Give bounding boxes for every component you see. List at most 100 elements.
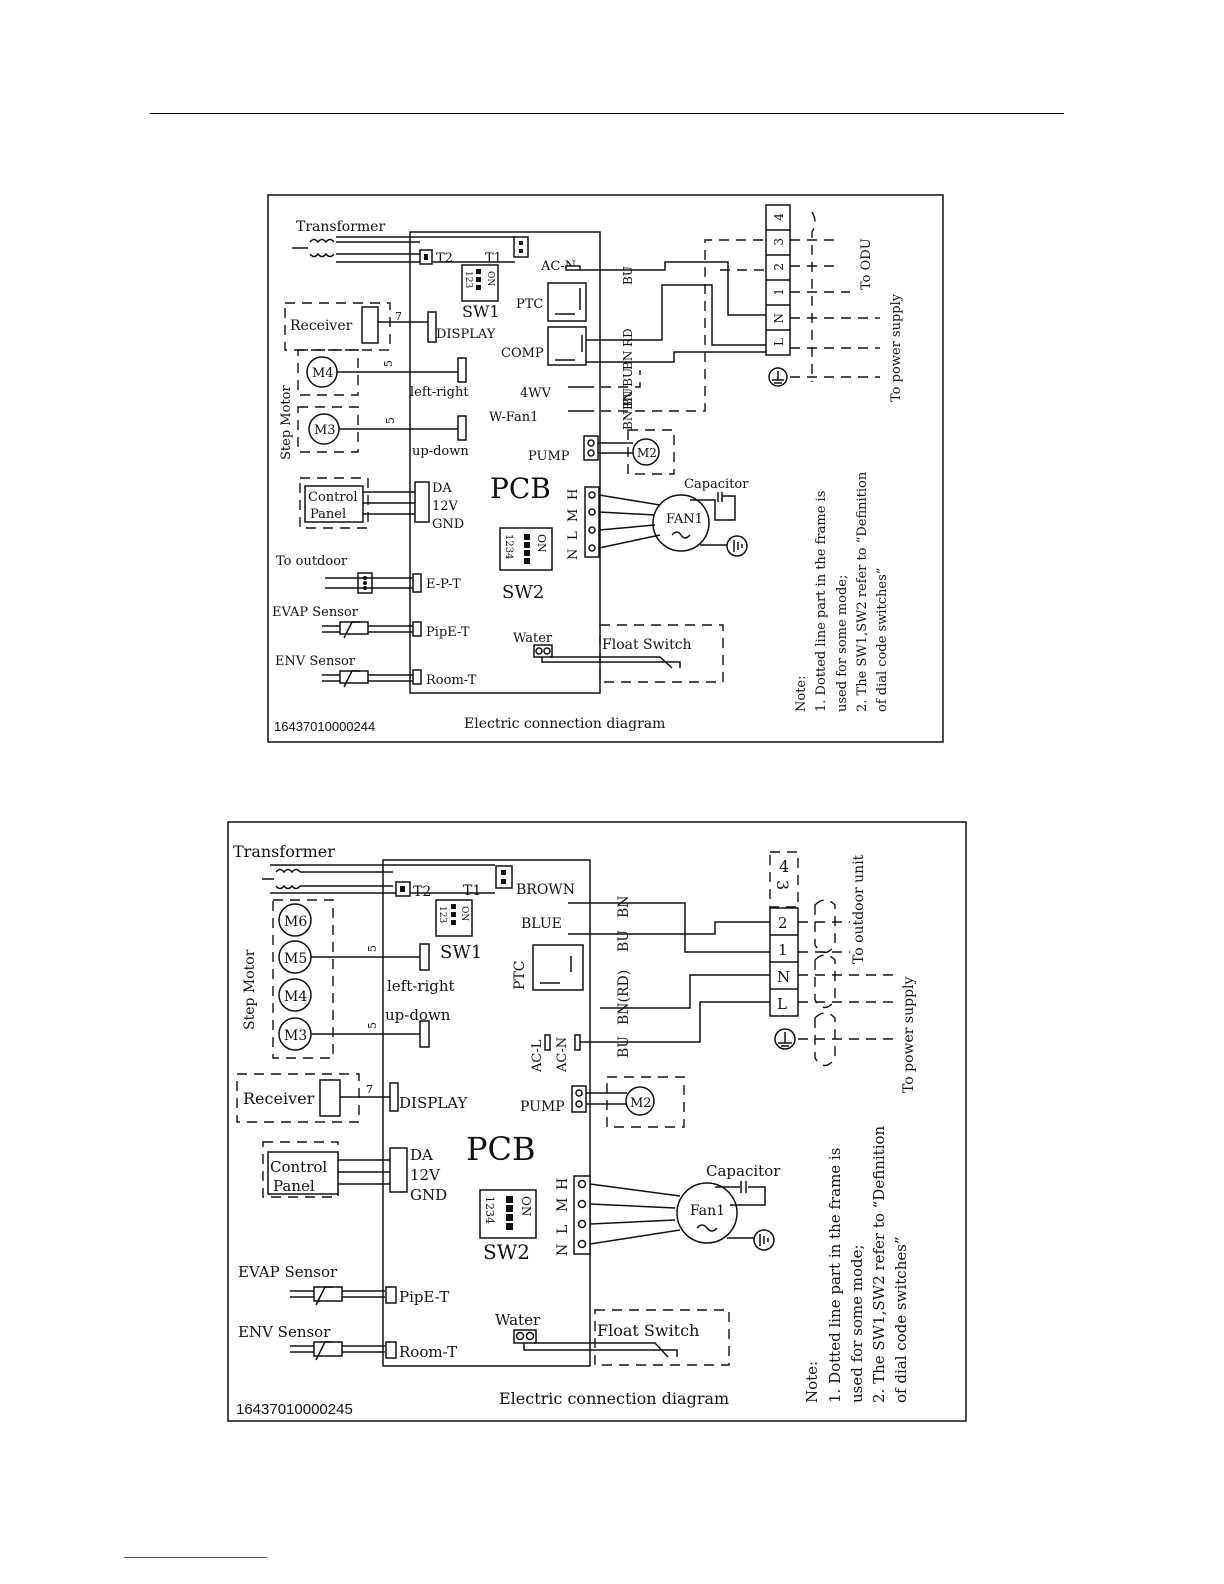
evap-sensor-label: EVAP Sensor (272, 605, 359, 620)
up-down-connector (419, 1020, 430, 1048)
receiver-connector (319, 1079, 341, 1117)
m2-dashed-frame (627, 429, 675, 475)
m4-wire-count: 5 (382, 360, 395, 367)
ptc-label: PTC (512, 961, 528, 990)
diagram-code: 16437010000244 (274, 719, 375, 734)
pump-label: PUMP (528, 449, 570, 464)
capacitor-label: Capacitor (684, 477, 749, 492)
brown-label: BROWN (516, 882, 575, 898)
pipe-t-label: PipE-T (399, 1288, 449, 1306)
terminal-1: 1 (778, 941, 788, 959)
left-right-connector (419, 943, 430, 971)
fan-earth-icon (700, 535, 748, 557)
sw2-label: SW2 (502, 582, 544, 603)
earth-icon (774, 1028, 796, 1050)
float-switch-dashed-frame (594, 1309, 730, 1366)
room-t-connector (412, 669, 422, 685)
comp-label: COMP (501, 346, 544, 361)
sw2-dip-switch: ON 1234 (479, 1189, 537, 1239)
fan-motor-icon (652, 494, 710, 552)
wiring-diagram-2: Transformer T2 T1 BROWN BLUE PCB ON 123 … (227, 821, 967, 1422)
terminal-4: 4 (779, 857, 789, 876)
4wv-label: 4WV (520, 386, 552, 401)
float-switch-dashed-frame (599, 624, 724, 683)
fan-terminal-l: L (555, 1225, 571, 1234)
receiver-label: Receiver (243, 1089, 315, 1108)
terminal-n: N (772, 313, 786, 324)
terminal-block: 4 3 2 1 N L (769, 851, 799, 1017)
svg-text:ON: ON (485, 271, 495, 286)
ept-label: E-P-T (426, 577, 461, 592)
ept-connector (412, 573, 422, 593)
pcb-label: PCB (490, 472, 551, 505)
receiver-label: Receiver (290, 318, 353, 334)
pcb-board (382, 859, 591, 1367)
pcb-board (409, 231, 601, 694)
m2-dashed-frame (606, 1076, 685, 1128)
room-t-label: Room-T (399, 1343, 457, 1361)
da-label: DA (410, 1146, 433, 1164)
m3-dashed-frame (297, 406, 359, 453)
transformer-label: Transformer (233, 842, 335, 861)
terminal-1: 1 (772, 288, 786, 296)
t1-label: T1 (485, 251, 502, 266)
m6-motor-icon (278, 903, 312, 937)
pump-label: PUMP (520, 1099, 565, 1115)
wire-bu-label: BU (621, 266, 635, 285)
diagram-caption: Electric connection diagram (499, 1389, 729, 1408)
wire-bu-label: BU (616, 930, 632, 952)
outdoor-dashed-wires (798, 899, 895, 1067)
svg-text:1234: 1234 (483, 1196, 496, 1224)
water-label: Water (513, 631, 553, 646)
m4-label: M4 (284, 989, 307, 1005)
env-sensor-icon (322, 670, 413, 688)
to-outdoor-label: To outdoor (276, 554, 348, 569)
svg-text:123: 123 (463, 271, 473, 288)
env-sensor-label: ENV Sensor (238, 1323, 331, 1341)
ac-l-label: AC-L (530, 1039, 545, 1073)
m6-label: M6 (284, 914, 307, 930)
diagram-caption: Electric connection diagram (464, 716, 665, 732)
capacitor-icon (690, 492, 736, 521)
fan-terminal-m: M (555, 1198, 571, 1212)
pipe-t-label: PipE-T (426, 625, 470, 640)
ac-n-label: AC-N (555, 1037, 570, 1073)
m5-wire-count: 5 (366, 945, 379, 952)
note-line-2b: of dial code switches” (892, 1236, 910, 1403)
v12-label: 12V (432, 499, 459, 514)
m3-label: M3 (314, 423, 336, 438)
ptc-label: PTC (516, 297, 543, 312)
svg-text:ON: ON (459, 906, 469, 921)
fan-label: Fan1 (690, 1203, 725, 1219)
panel-label: Panel (310, 507, 346, 522)
m4-dashed-frame (297, 349, 359, 396)
note-line-1a: 1. Dotted line part in the frame is (814, 491, 829, 712)
sw1-dip-switch: ON 123 (461, 264, 499, 302)
diagram-frame (267, 194, 944, 743)
t1-connector (513, 236, 529, 258)
fan-terminal-m: M (566, 509, 581, 522)
footer-link-rule (124, 1557, 267, 1558)
panel-label: Panel (273, 1177, 315, 1195)
wire-bn-bu2-label: BN BU (621, 388, 635, 430)
fan-terminal-h: H (566, 489, 581, 500)
env-sensor-icon (290, 1341, 385, 1361)
terminal-4: 4 (772, 213, 786, 221)
sw2-label: SW2 (483, 1240, 530, 1264)
float-switch-label: Float Switch (597, 1321, 699, 1340)
pipe-t-connector (385, 1286, 397, 1304)
ac-n-terminal (574, 1034, 581, 1051)
outdoor-dashed-wires (790, 211, 880, 382)
sw2-dip-switch: ON 1234 (499, 527, 553, 571)
fan-connector (584, 486, 600, 558)
wire-bu2-label: BU (616, 1036, 632, 1058)
m5-label: M5 (284, 951, 307, 967)
header-rule (150, 113, 1064, 114)
up-down-label: up-down (412, 444, 469, 459)
wire-bn-bu-label: BN BU (621, 368, 635, 410)
fan-label: FAN1 (666, 512, 703, 527)
t2-label: T2 (413, 884, 431, 900)
left-right-connector (457, 357, 467, 383)
m4-label: M4 (312, 366, 334, 381)
to-power-label: To power supply (901, 976, 917, 1093)
